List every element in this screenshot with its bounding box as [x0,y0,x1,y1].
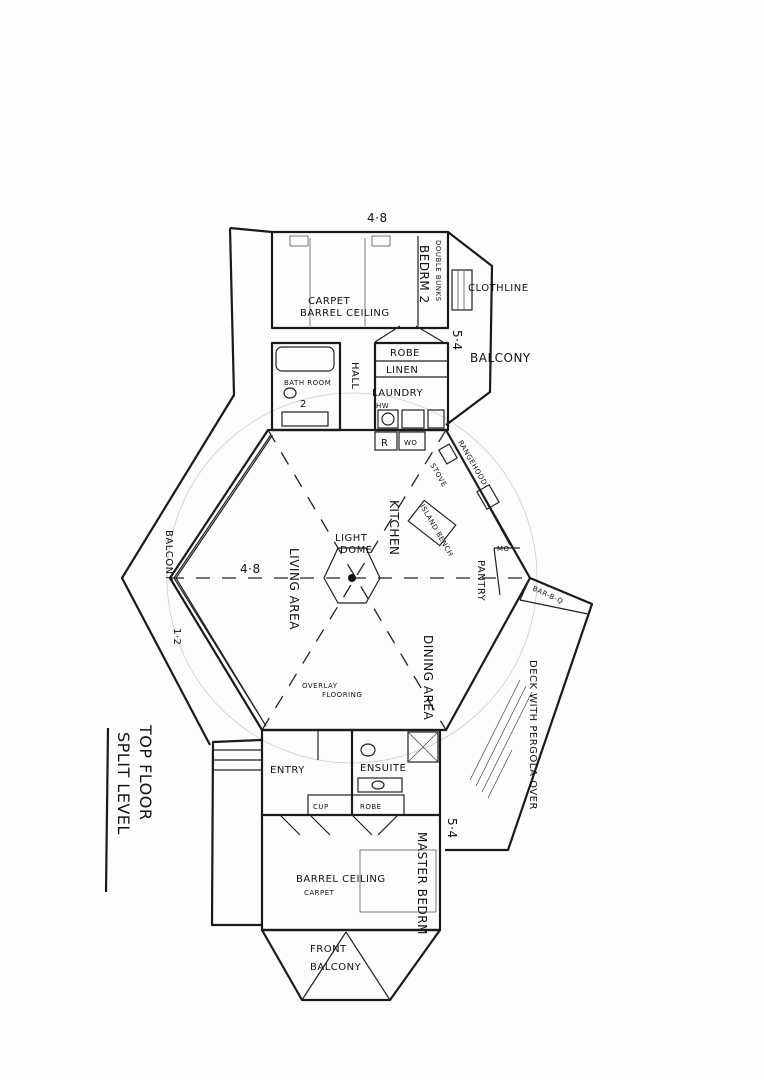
label-robe-bottom: ROBE [360,803,382,811]
light-dome-centre [348,574,356,582]
label-flooring: FLOORING [322,691,362,699]
label-robe-top: ROBE [390,348,420,359]
master-bed [359,849,437,913]
title-underline [104,727,110,893]
label-rangehood: RANGEHOOD [456,439,488,487]
label-island-bench: ISLAND BENCH [418,503,454,558]
label-light-dome-2: DOME [340,545,373,556]
shower-icon [407,731,439,763]
light-dome-hexagon [323,547,381,604]
dim-living-width: 4·8 [240,562,261,576]
label-clothline: CLOTHLINE [468,283,529,294]
label-entry: ENTRY [270,765,305,776]
label-barrel-ceiling-top: BARREL CEILING [300,308,390,319]
label-bathroom-2-number: 2 [300,399,307,410]
label-bedroom-2: BEDRM 2 [417,245,431,304]
dim-balcony-width: 1·2 [171,628,182,645]
label-balcony-left: BALCONY [163,530,174,582]
label-wo: WO [404,439,417,447]
label-r: R [381,438,388,449]
title-line-1: TOP FLOOR [136,724,155,820]
dim-master-depth: 5·4 [445,818,459,839]
label-front-balcony-1: FRONT [310,944,347,955]
ensuite-toilet-icon [360,743,376,757]
balcony-left [120,227,236,746]
label-hall: HALL [349,362,360,390]
robe [351,794,405,816]
stair-landing [210,738,263,927]
label-balcony-right: BALCONY [470,351,531,365]
label-hw: HW [376,402,389,410]
bedroom-2 [270,230,450,330]
label-front-balcony-2: BALCONY [310,962,362,973]
label-master-bedroom: MASTER BEDRM [415,832,429,935]
label-dining-area: DINING AREA [421,635,435,721]
label-mo: MO [497,545,510,553]
label-kitchen: KITCHEN [387,500,401,556]
label-cup: CUP [313,803,329,811]
dim-bedroom2-depth: 5·4 [450,330,464,351]
toilet-icon [283,387,297,399]
label-light-dome-1: LIGHT [335,533,368,544]
label-bathroom-2: BATH ROOM [284,379,331,387]
label-carpet-top: CARPET [308,296,351,307]
vanity-icon [281,411,329,427]
label-stove: STOVE [428,462,448,488]
label-laundry: LAUNDRY [372,388,423,399]
island-bench [407,499,457,547]
dim-top-width: 4·8 [367,211,388,225]
bathtub-icon [275,346,335,372]
label-pantry: PANTRY [475,560,486,602]
label-linen: LINEN [386,365,418,376]
deck-with-pergola [445,576,594,852]
clothline-frame [451,269,473,311]
label-living-area: LIVING AREA [287,548,301,630]
label-carpet-bottom: CARPET [304,889,335,897]
label-deck: DECK WITH PERGOLA OVER [527,660,538,810]
label-double-bunks: DOUBLE BUNKS [434,240,442,302]
label-barrel-ceiling-bottom: BARREL CEILING [296,874,386,885]
balcony-right [445,231,494,426]
title-line-2: SPLIT LEVEL [114,732,133,835]
label-ensuite: ENSUITE [360,763,406,774]
label-overlay: OVERLAY [302,682,338,690]
